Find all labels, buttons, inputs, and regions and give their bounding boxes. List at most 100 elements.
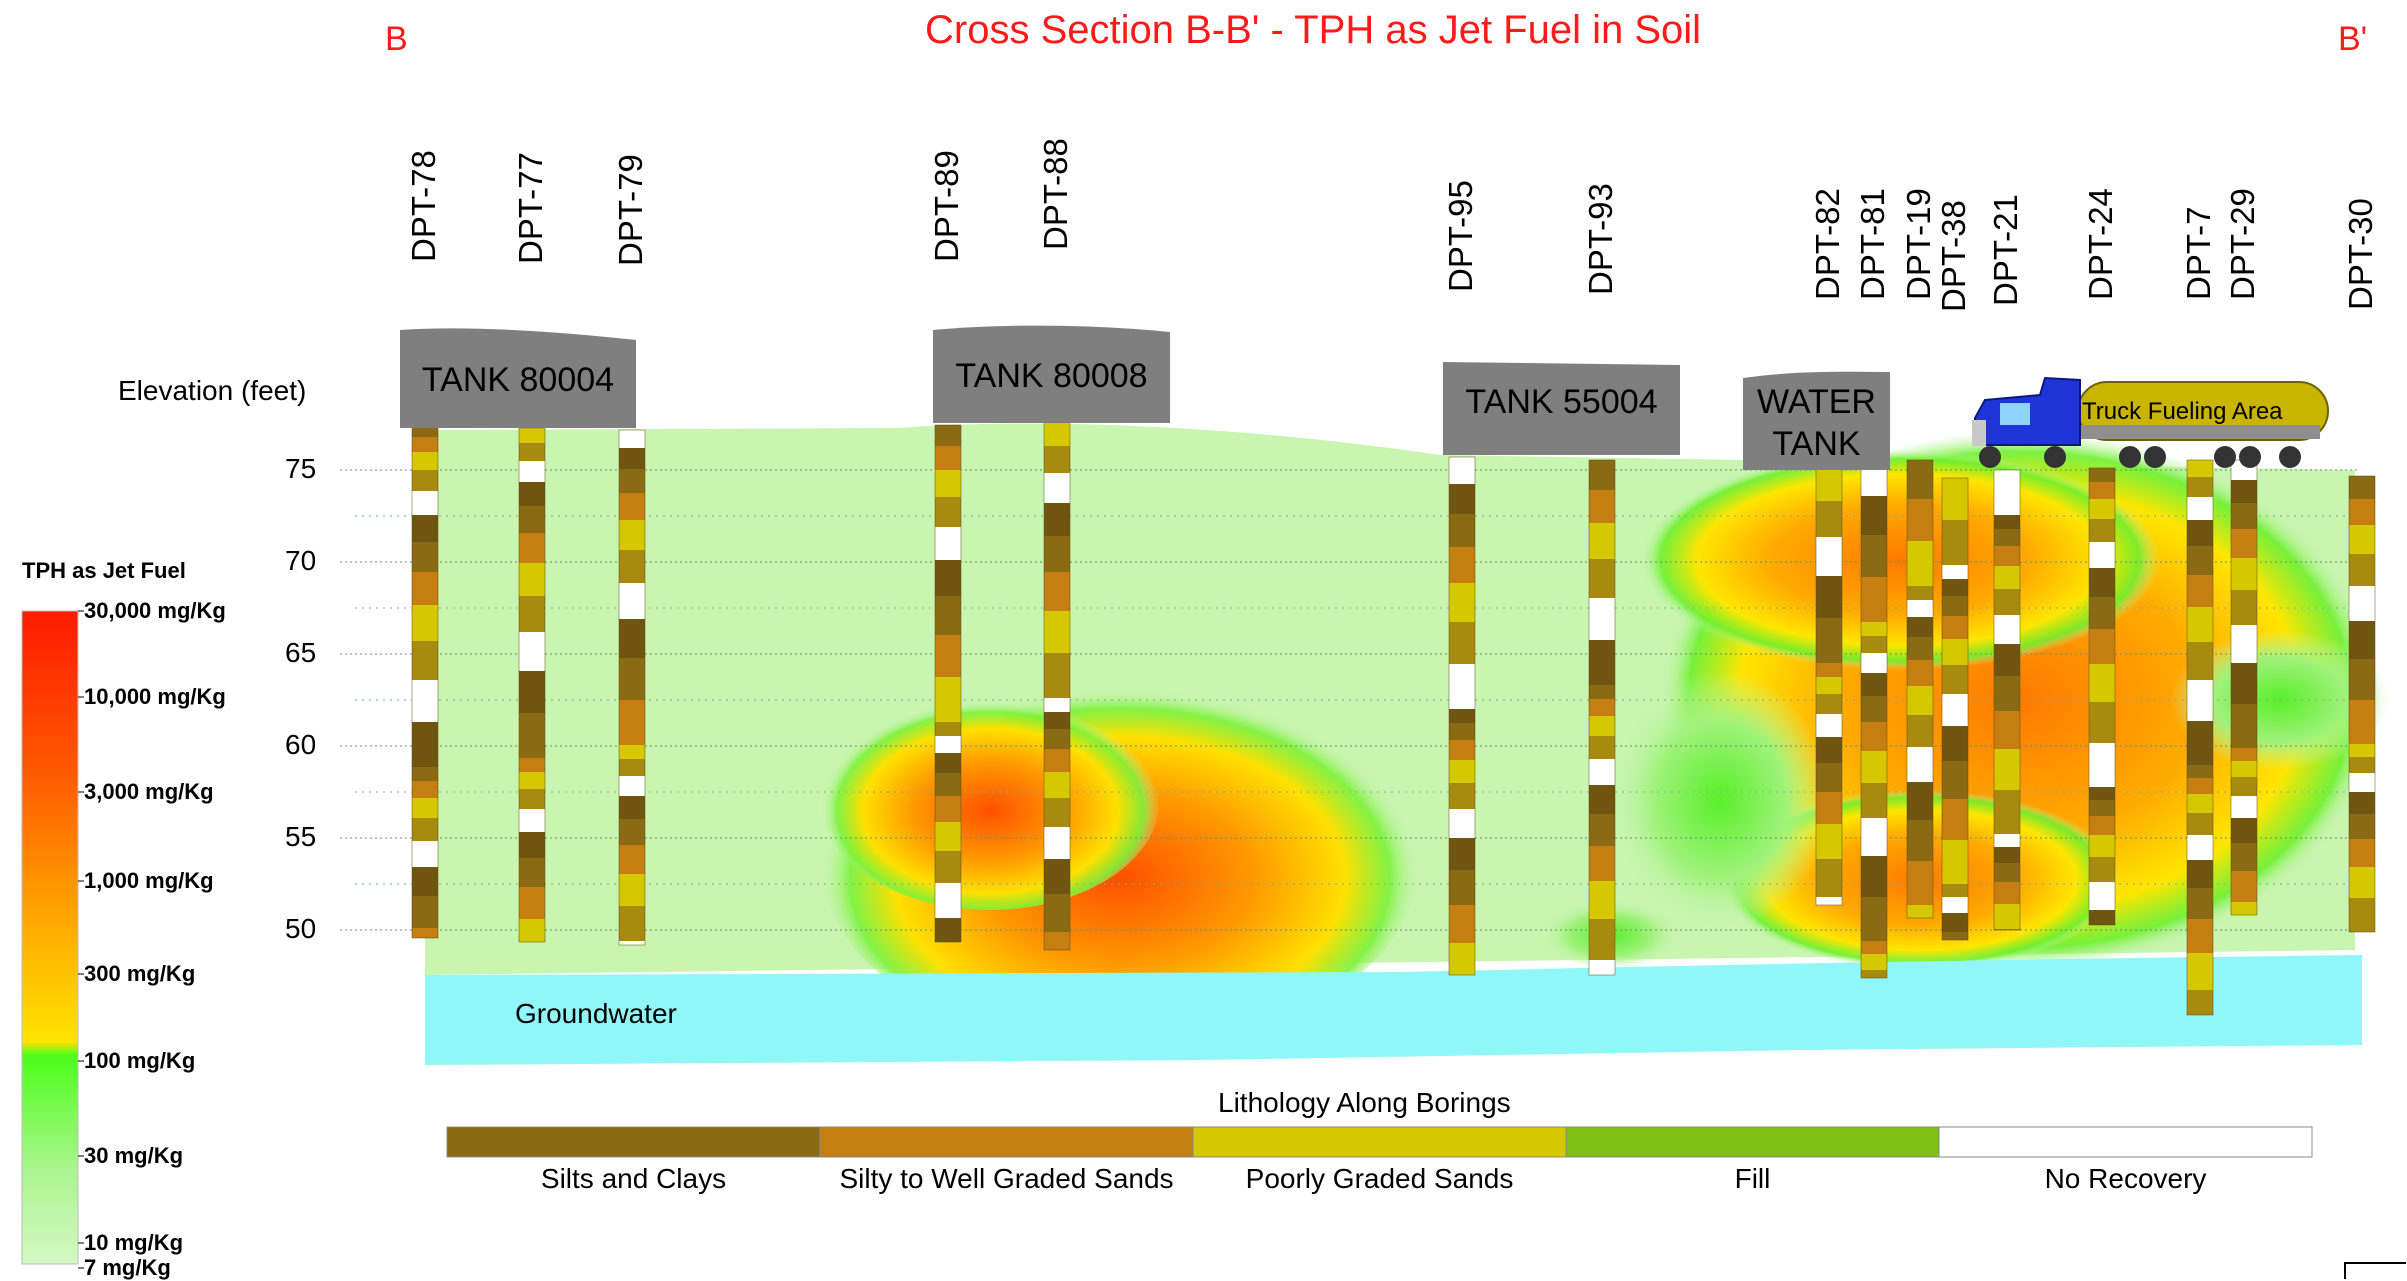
boring-interval (1861, 696, 1887, 722)
boring-interval (519, 443, 545, 461)
boring-interval (1589, 736, 1615, 759)
boring-interval (2231, 777, 2257, 796)
boring-interval (2231, 625, 2257, 663)
tph-legend-title: TPH as Jet Fuel (22, 558, 186, 583)
boring-interval (1994, 615, 2020, 644)
boring-interval (1816, 576, 1842, 618)
boring-interval (619, 796, 645, 819)
boring-interval (1044, 653, 1070, 698)
boring-interval (412, 542, 438, 572)
lithology-class-label: Fill (1734, 1163, 1771, 1194)
plume-west-upper (820, 690, 1160, 910)
boring-interval (412, 798, 438, 818)
boring-interval (1907, 499, 1933, 541)
boring-interval (1044, 446, 1070, 473)
boring-interval (2187, 575, 2213, 607)
boring-interval (1589, 523, 1615, 559)
fuel-truck-icon (1972, 376, 2329, 468)
boring-interval (1589, 814, 1615, 846)
boring-interval (619, 874, 645, 906)
boring-interval (935, 527, 961, 560)
elevation-tick-label: 50 (285, 913, 317, 944)
boring-interval (1449, 870, 1475, 905)
boring-interval (2349, 898, 2375, 932)
boring-interval (2187, 835, 2213, 860)
boring-interval (1942, 694, 1968, 726)
water-tank-shape (1743, 371, 1890, 470)
boring-interval (1816, 737, 1842, 763)
boring-outline (2186, 459, 2214, 1016)
boring-interval (2349, 773, 2375, 792)
boring-outline (1906, 459, 1934, 919)
boring-interval (1861, 535, 1887, 577)
boring-interval (412, 452, 438, 470)
frame-corner-mark (2344, 1262, 2406, 1279)
boring-column (1906, 459, 1934, 919)
boring-interval (519, 533, 545, 563)
boring-interval (935, 446, 961, 470)
figure-title: Cross Section B-B' - TPH as Jet Fuel in … (925, 8, 1702, 52)
boring-interval (2187, 794, 2213, 813)
boring-interval (1589, 490, 1615, 523)
tank-55004-label: TANK 55004 (1465, 382, 1658, 421)
boring-interval (1589, 785, 1615, 814)
boring-interval (1449, 783, 1475, 809)
boring-interval (2187, 765, 2213, 778)
boring-interval (1044, 503, 1070, 536)
boring-interval (1861, 941, 1887, 954)
boring-interval (2187, 888, 2213, 919)
boring-interval (412, 818, 438, 841)
boring-interval (1994, 515, 2020, 529)
boring-interval (2187, 607, 2213, 642)
boring-interval (1044, 712, 1070, 729)
lithology-swatch (1938, 1126, 2313, 1158)
boring-interval (2349, 525, 2375, 554)
boring-column (1941, 477, 1969, 941)
boring-interval (1942, 639, 1968, 665)
boring-interval (2349, 499, 2375, 525)
boring-interval (1907, 600, 1933, 617)
tank-80004-label: TANK 80004 (421, 360, 615, 399)
elevation-tick-label: 65 (285, 637, 317, 668)
boring-interval (2187, 642, 2213, 680)
boring-interval (1449, 723, 1475, 740)
boring-interval (1942, 840, 1968, 884)
boring-interval (619, 941, 645, 945)
tph-legend-level: 30 mg/Kg (84, 1143, 184, 1168)
boring-label: DPT-95 (1442, 180, 1479, 292)
truck-fueling-label: Truck Fueling Area (2082, 398, 2283, 425)
boring-interval (619, 430, 645, 448)
boring-interval (1861, 622, 1887, 636)
boring-interval (1449, 838, 1475, 870)
tph-legend-bar (21, 610, 79, 1265)
boring-interval (1907, 460, 1933, 499)
lithology-class-label: No Recovery (2044, 1163, 2207, 1194)
boring-interval (2187, 497, 2213, 520)
boring-column (1860, 459, 1888, 979)
elevation-tick-label: 55 (285, 821, 317, 852)
boring-column (1993, 469, 2021, 931)
boring-interval (2089, 882, 2115, 910)
lithology-swatch (446, 1126, 821, 1158)
boring-interval (1907, 686, 1933, 715)
boring-interval (935, 497, 961, 527)
boring-interval (1861, 783, 1887, 818)
boring-interval (1994, 790, 2020, 834)
boring-interval (2187, 721, 2213, 765)
boring-interval (2089, 629, 2115, 664)
boring-interval (519, 506, 545, 533)
boring-interval (1449, 664, 1475, 709)
boring-interval (619, 776, 645, 796)
boring-interval (519, 482, 545, 506)
boring-interval (1942, 932, 1968, 940)
boring-interval (1861, 636, 1887, 653)
elevation-gridlines (340, 469, 2360, 931)
boring-interval (1449, 760, 1475, 783)
boring-label: DPT-88 (1037, 138, 1074, 250)
boring-interval (519, 596, 545, 632)
boring-interval (1861, 653, 1887, 673)
boring-interval (2089, 857, 2115, 882)
elevation-tick-label: 60 (285, 729, 317, 760)
boring-interval (935, 470, 961, 497)
boring-interval (2349, 659, 2375, 700)
